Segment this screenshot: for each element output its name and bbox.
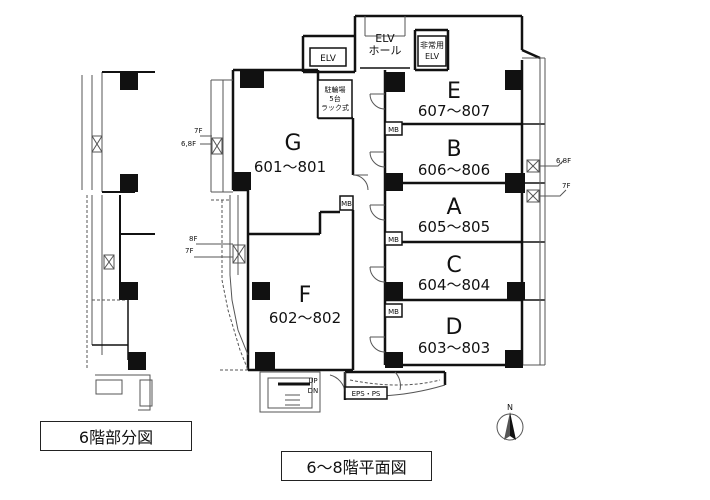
emergency-elevator-box xyxy=(417,35,447,67)
floor-level-marks: 7F 6,8F 8F 7F 6,8F 7F xyxy=(181,127,571,258)
unit-e-letter: E xyxy=(447,79,461,104)
bike-label-1: 駐輪場 xyxy=(325,85,346,94)
unit-f-range: 602〜802 xyxy=(269,309,341,327)
unit-g-letter: G xyxy=(284,131,301,156)
mb-box-4 xyxy=(384,303,403,318)
eps-label: EPS・PS xyxy=(352,390,381,398)
elv-label: ELV xyxy=(320,54,337,64)
stair-down-label: DN xyxy=(308,387,319,395)
unit-d-letter: D xyxy=(446,315,463,340)
elv-hall-label-2: ホール xyxy=(369,44,402,57)
main-columns xyxy=(233,70,525,370)
floor-plan-caption: 6〜8階平面図 xyxy=(281,451,432,481)
door-swings xyxy=(329,93,401,393)
mb-label-1: MB xyxy=(341,200,352,208)
floor-mark-left-top-a: 7F xyxy=(194,127,202,135)
unit-labels: G 601〜801 F 602〜802 E 607〜807 B 606〜806 … xyxy=(254,79,490,357)
bike-parking-room xyxy=(317,79,353,119)
core-rooms xyxy=(309,35,447,400)
unit-a-range: 605〜805 xyxy=(418,218,490,236)
mb-box-1 xyxy=(339,195,354,211)
unit-e-range: 607〜807 xyxy=(418,102,490,120)
bike-label-2: 5台 xyxy=(329,94,340,103)
unit-c-range: 604〜804 xyxy=(418,276,490,294)
mb-box-2 xyxy=(384,121,403,136)
unit-b-letter: B xyxy=(446,137,461,162)
mb-box-3 xyxy=(384,231,403,246)
emergency-elv-label-1: 非常用 xyxy=(420,40,444,50)
elevator-box xyxy=(309,47,347,67)
unit-d-range: 603〜803 xyxy=(418,339,490,357)
floor-mark-left-mid-b: 7F xyxy=(185,247,193,255)
floor-mark-left-mid-a: 8F xyxy=(189,235,197,243)
unit-g-range: 601〜801 xyxy=(254,158,326,176)
partial-plan-caption: 6階部分図 xyxy=(40,421,192,451)
partial-windows xyxy=(91,135,115,270)
partial-columns xyxy=(120,72,146,370)
unit-a-letter: A xyxy=(446,195,461,220)
window-marks xyxy=(211,137,540,264)
compass-north-label: N xyxy=(507,403,513,412)
mb-label-3: MB xyxy=(388,236,399,244)
core-labels: ELV ELV ホール 非常用 ELV 駐輪場 5台 ラック式 MB MB MB… xyxy=(308,32,444,398)
elv-hall-label-1: ELV xyxy=(375,32,395,45)
bike-label-3: ラック式 xyxy=(321,103,349,112)
unit-f-letter: F xyxy=(299,283,312,308)
unit-b-range: 606〜806 xyxy=(418,161,490,179)
floor-mark-right-b: 7F xyxy=(562,182,570,190)
unit-c-letter: C xyxy=(446,253,461,278)
stair-up-label: UP xyxy=(308,377,317,385)
floor-mark-left-top-b: 6,8F xyxy=(181,140,196,148)
compass-icon: N xyxy=(496,403,524,441)
eps-box xyxy=(344,386,388,400)
mb-label-2: MB xyxy=(388,126,399,134)
emergency-elv-label-2: ELV xyxy=(425,52,440,61)
mb-label-4: MB xyxy=(388,308,399,316)
